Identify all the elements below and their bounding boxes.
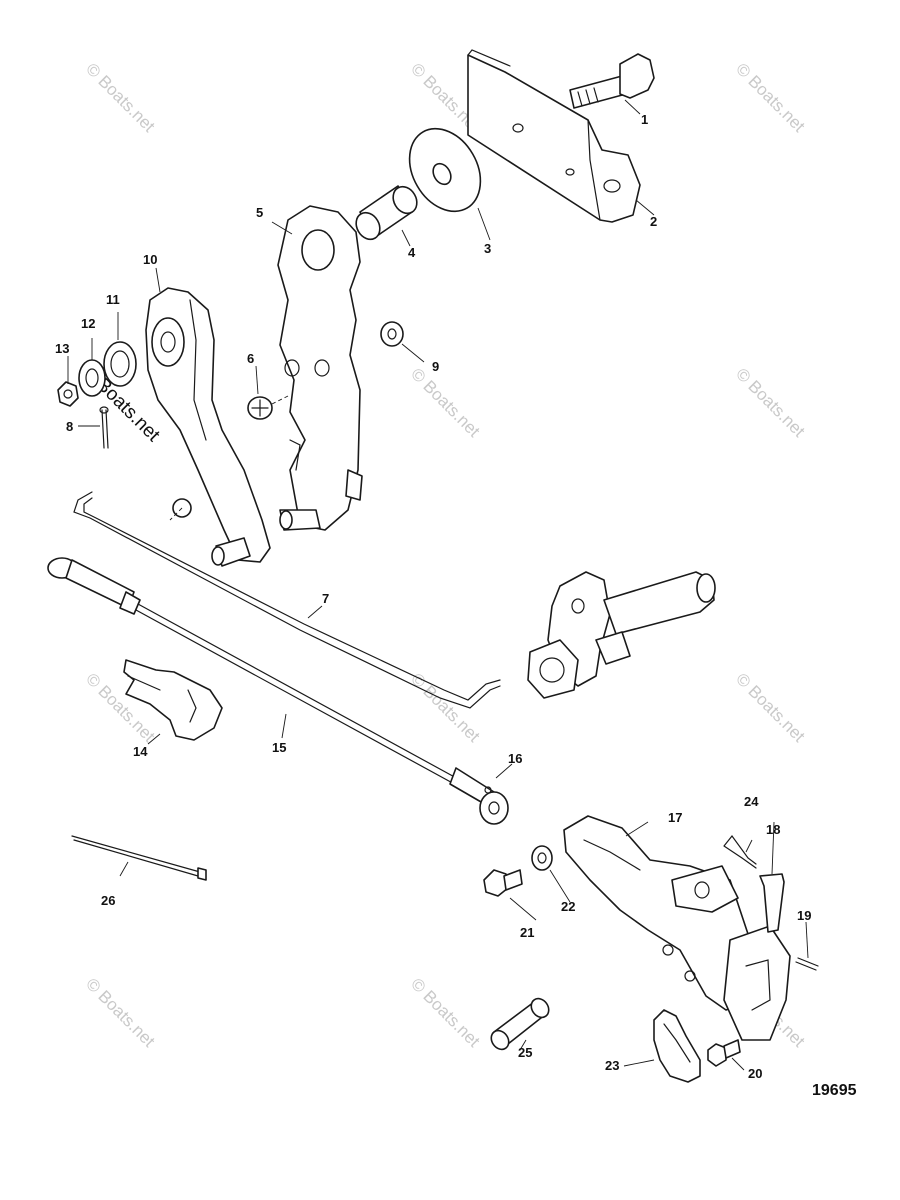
part-1-bolt — [569, 53, 655, 109]
callout-10: 10 — [143, 252, 157, 267]
part-15-cable — [47, 557, 509, 825]
part-13-nut — [57, 381, 79, 407]
part-21-screw — [483, 869, 523, 897]
callout-26: 26 — [101, 893, 115, 908]
watermark: © Boats.net — [732, 59, 809, 136]
part-11-washer — [103, 341, 137, 387]
callout-24: 24 — [744, 794, 759, 809]
watermark: © Boats.net — [407, 974, 484, 1051]
part-8-cotter-pin — [99, 406, 109, 449]
callout-15: 15 — [272, 740, 286, 755]
part-4-bushing — [355, 185, 418, 241]
callout-23: 23 — [605, 1058, 619, 1073]
callout-6: 6 — [247, 351, 254, 366]
watermark: © Boats.net — [407, 669, 484, 746]
watermark: © Boats.net — [82, 59, 159, 136]
part-10-cam-lever — [145, 287, 271, 567]
callout-7: 7 — [322, 591, 329, 606]
callout-13: 13 — [55, 341, 69, 356]
callout-12: 12 — [81, 316, 95, 331]
part-19-pin — [795, 957, 819, 971]
part-20-screw — [707, 1039, 741, 1067]
watermark: © Boats.net — [732, 669, 809, 746]
part-24-hairpin — [723, 835, 757, 869]
part-2-bracket — [467, 49, 641, 223]
callout-19: 19 — [797, 908, 811, 923]
callout-8: 8 — [66, 419, 73, 434]
callout-18: 18 — [766, 822, 780, 837]
part-5-lever-plate — [277, 205, 363, 531]
part-16-fitting — [484, 786, 492, 794]
callout-16: 16 — [508, 751, 522, 766]
watermark: © Boats.net — [407, 364, 484, 441]
part-9-washer — [380, 321, 404, 347]
part-26-cable-tie — [71, 835, 207, 881]
part-23-spring-clip — [653, 1009, 701, 1083]
figure-number: 19695 — [812, 1082, 857, 1099]
part-12-washer — [78, 359, 106, 397]
callout-4: 4 — [408, 245, 416, 260]
watermark: © Boats.net — [732, 364, 809, 441]
callout-25: 25 — [518, 1045, 532, 1060]
callout-21: 21 — [520, 925, 534, 940]
callout-20: 20 — [748, 1066, 762, 1081]
callout-3: 3 — [484, 241, 491, 256]
part-22-washer — [531, 845, 553, 871]
watermark: © Boats.net — [82, 974, 159, 1051]
callouts: 1 2 3 4 5 6 7 8 9 10 11 12 13 14 15 16 1… — [55, 112, 811, 1081]
part-6-screw — [247, 395, 289, 420]
callout-5: 5 — [256, 205, 263, 220]
callout-22: 22 — [561, 899, 575, 914]
part-14-clip — [123, 659, 223, 741]
callout-11: 11 — [106, 292, 120, 307]
callout-1: 1 — [641, 112, 648, 127]
part-17-throttle-lever — [563, 815, 791, 1041]
part-3-washer — [408, 127, 482, 213]
throttle-shaft-assembly — [527, 571, 716, 699]
part-18-clip — [759, 873, 785, 933]
callout-9: 9 — [432, 359, 439, 374]
callout-2: 2 — [650, 214, 657, 229]
leader-lines — [67, 99, 809, 1071]
callout-17: 17 — [668, 810, 682, 825]
callout-14: 14 — [133, 744, 148, 759]
part-7-link-rod — [73, 491, 501, 709]
part-25-pin — [490, 997, 550, 1051]
